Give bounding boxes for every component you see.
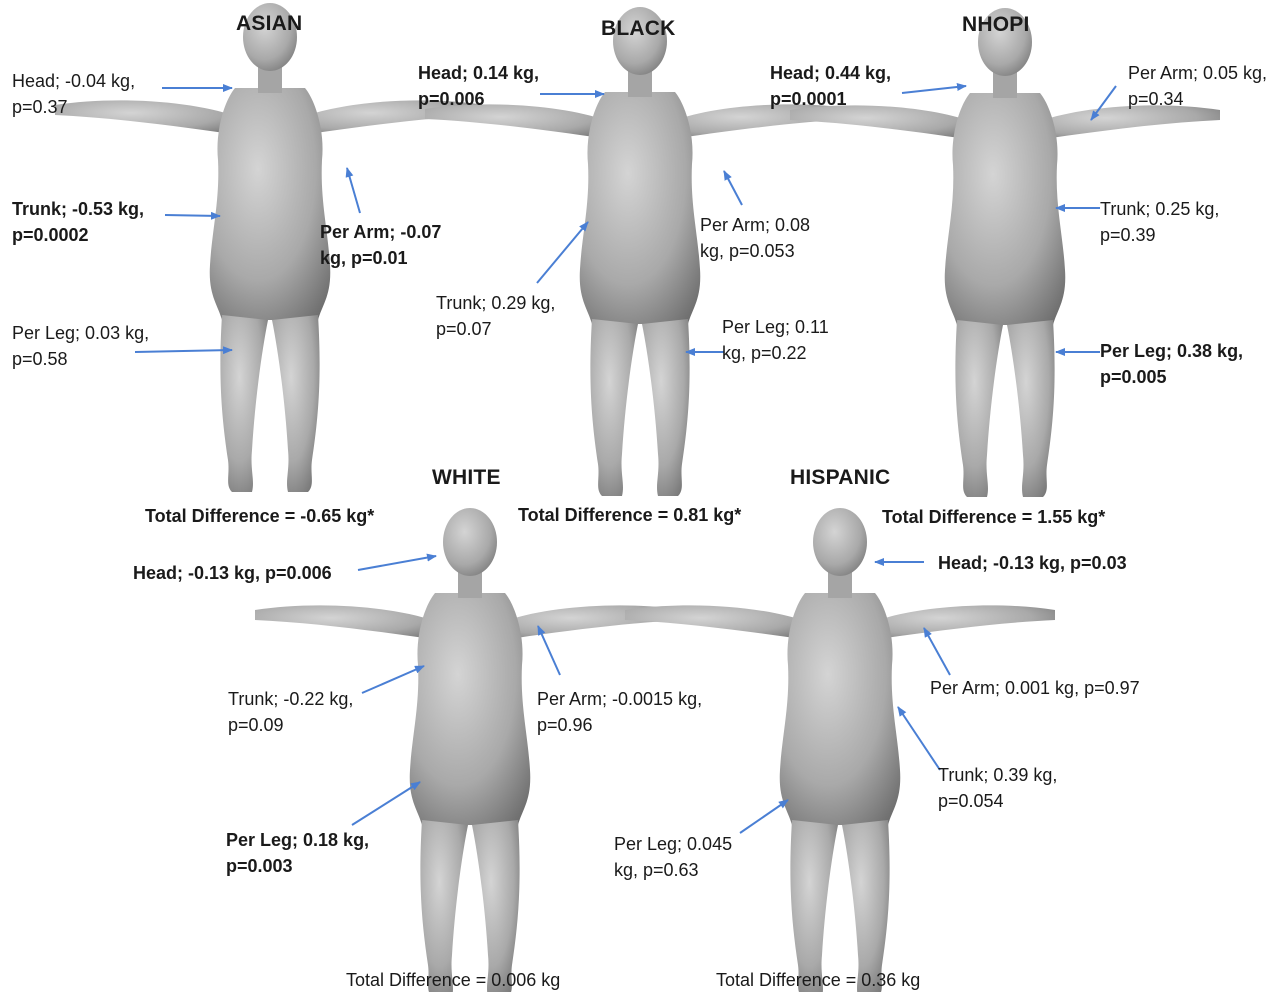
white-total-difference: Total Difference = 0.006 kg <box>346 970 560 991</box>
nhopi-arm-label: Per Arm; 0.05 kg, p=0.34 <box>1128 60 1267 112</box>
white-leg-label: Per Leg; 0.18 kg, p=0.003 <box>226 827 369 879</box>
white-arm-label: Per Arm; -0.0015 kg, p=0.96 <box>537 686 702 738</box>
hispanic-body-figure <box>625 508 1055 992</box>
black-arm-arrow <box>724 171 742 205</box>
black-leg-label: Per Leg; 0.11 kg, p=0.22 <box>722 314 829 366</box>
hispanic-arm-label: Per Arm; 0.001 kg, p=0.97 <box>930 675 1140 701</box>
hispanic-total-difference: Total Difference = 0.36 kg <box>716 970 920 991</box>
asian-title: ASIAN <box>236 12 302 36</box>
black-total-difference: Total Difference = 0.81 kg* <box>518 505 741 526</box>
nhopi-head-arrow <box>902 86 966 93</box>
hispanic-trunk-label: Trunk; 0.39 kg, p=0.054 <box>938 762 1057 814</box>
asian-arm-label: Per Arm; -0.07 kg, p=0.01 <box>320 219 441 271</box>
white-head-label: Head; -0.13 kg, p=0.006 <box>133 560 332 586</box>
asian-trunk-arrow <box>165 215 220 216</box>
asian-leg-arrow <box>135 350 232 352</box>
asian-total-difference: Total Difference = -0.65 kg* <box>145 506 374 527</box>
asian-head-label: Head; -0.04 kg, p=0.37 <box>12 68 135 120</box>
nhopi-total-difference: Total Difference = 1.55 kg* <box>882 507 1105 528</box>
black-title: BLACK <box>601 17 676 41</box>
white-trunk-label: Trunk; -0.22 kg, p=0.09 <box>228 686 353 738</box>
nhopi-trunk-label: Trunk; 0.25 kg, p=0.39 <box>1100 196 1219 248</box>
black-head-label: Head; 0.14 kg, p=0.006 <box>418 60 539 112</box>
asian-trunk-label: Trunk; -0.53 kg, p=0.0002 <box>12 196 144 248</box>
asian-arm-arrow <box>347 168 360 213</box>
black-arm-label: Per Arm; 0.08 kg, p=0.053 <box>700 212 810 264</box>
hispanic-title: HISPANIC <box>790 466 890 490</box>
black-trunk-label: Trunk; 0.29 kg, p=0.07 <box>436 290 555 342</box>
nhopi-leg-label: Per Leg; 0.38 kg, p=0.005 <box>1100 338 1243 390</box>
hispanic-arm-arrow <box>924 628 950 675</box>
white-leg-arrow <box>352 782 420 825</box>
asian-leg-label: Per Leg; 0.03 kg, p=0.58 <box>12 320 149 372</box>
white-head-arrow <box>358 556 436 570</box>
hispanic-leg-label: Per Leg; 0.045 kg, p=0.63 <box>614 831 732 883</box>
nhopi-title: NHOPI <box>962 13 1030 37</box>
nhopi-head-label: Head; 0.44 kg, p=0.0001 <box>770 60 891 112</box>
white-title: WHITE <box>432 466 501 490</box>
hispanic-trunk-arrow <box>898 707 940 770</box>
hispanic-head-label: Head; -0.13 kg, p=0.03 <box>938 550 1127 576</box>
white-trunk-arrow <box>362 666 424 693</box>
hispanic-leg-arrow <box>740 800 788 833</box>
